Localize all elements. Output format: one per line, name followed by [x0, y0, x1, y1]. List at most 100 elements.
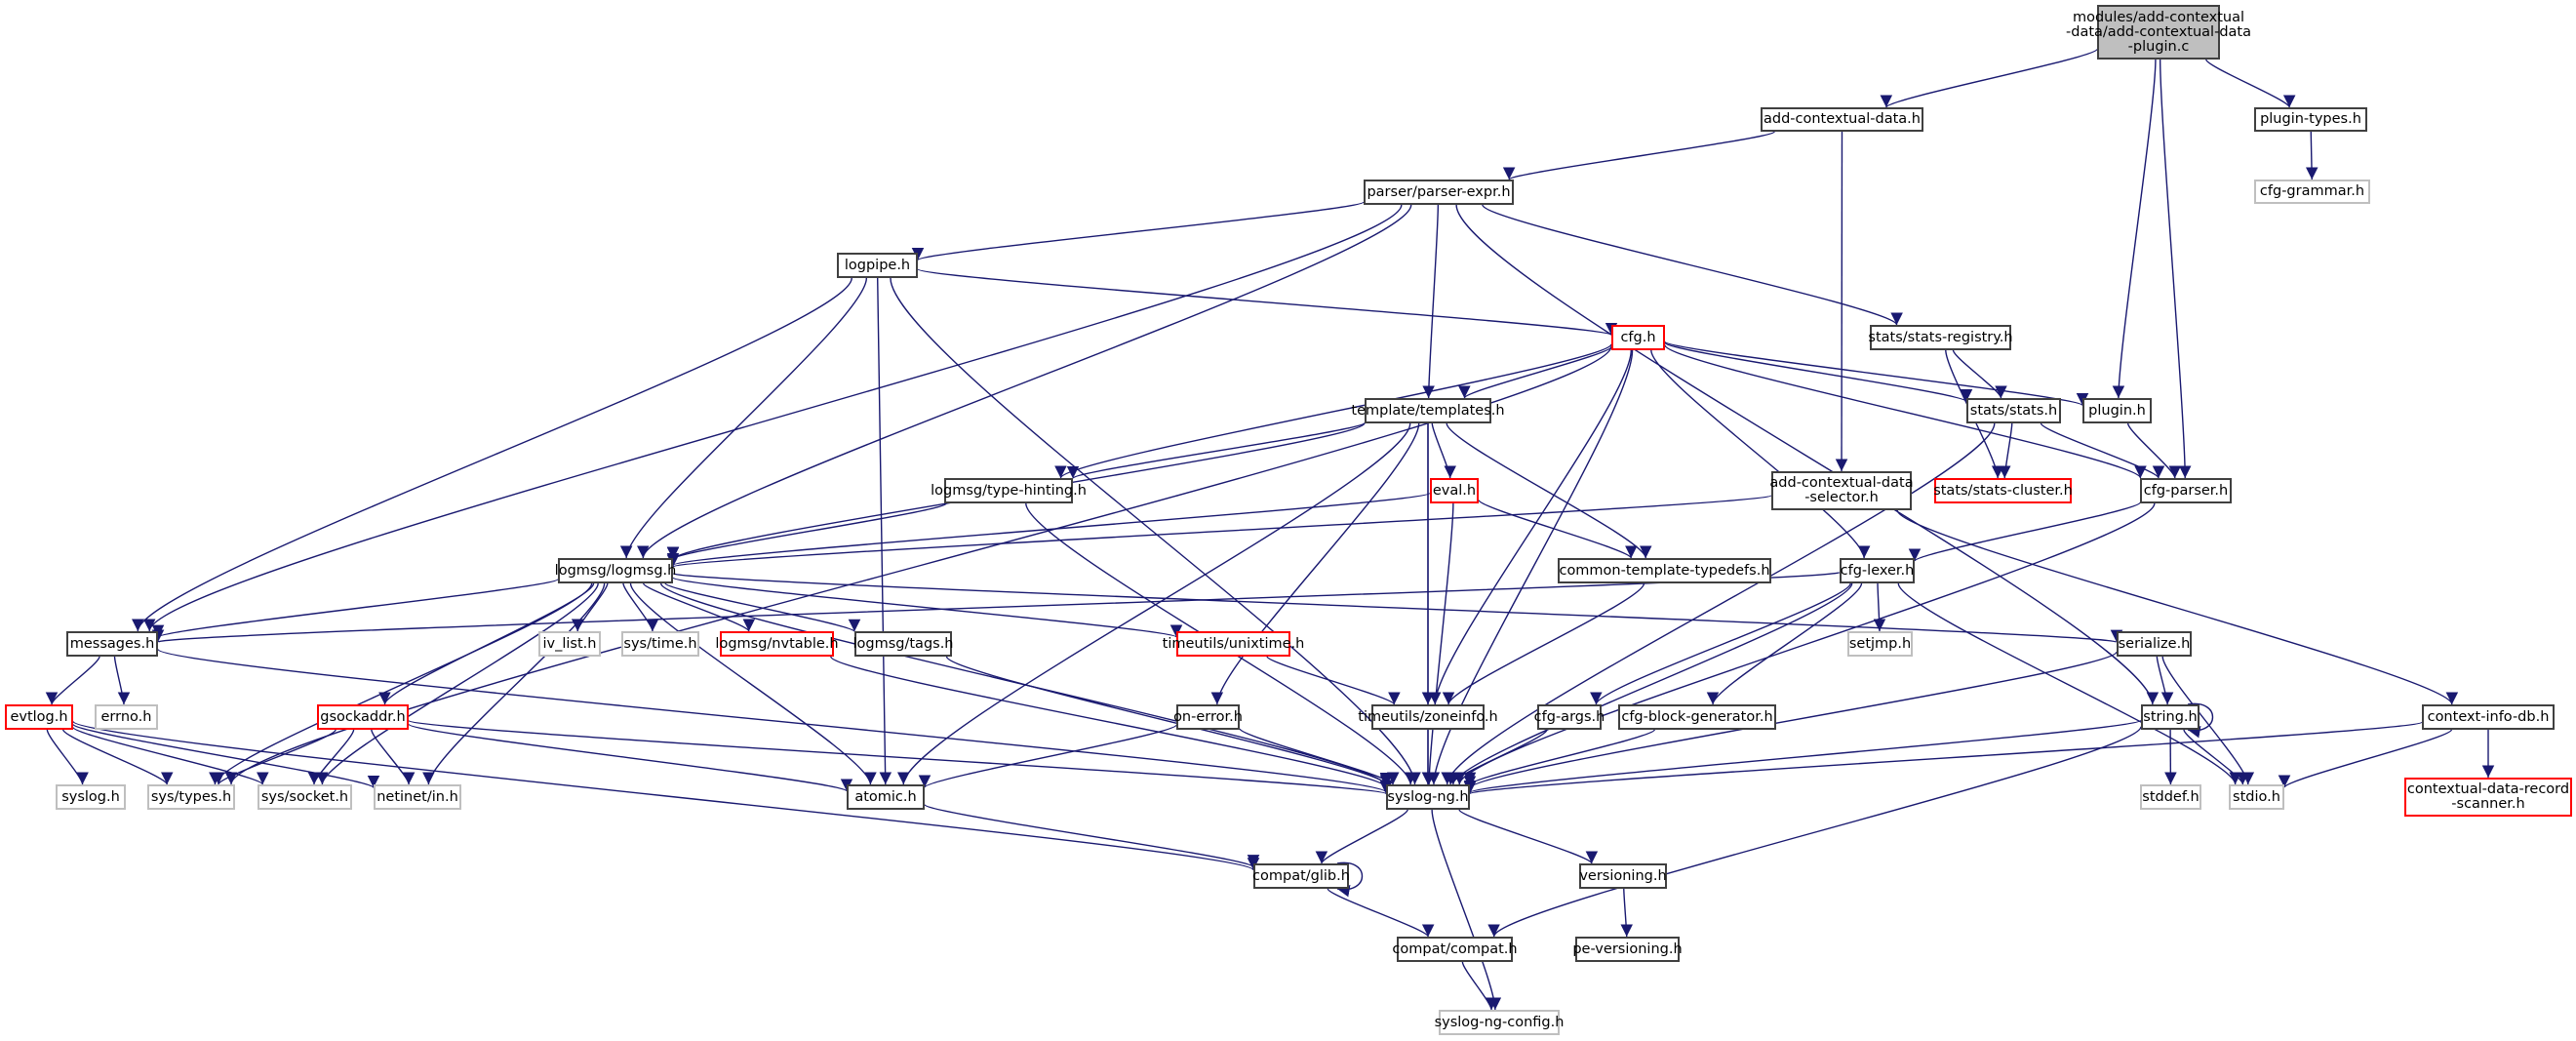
- node-messages-h[interactable]: messages.h: [66, 631, 158, 657]
- node-sys-socket-h: sys/socket.h: [258, 784, 352, 810]
- node-zoneinfo-h[interactable]: timeutils/zoneinfo.h: [1358, 704, 1498, 730]
- node-compat-compat-h[interactable]: compat/compat.h: [1392, 937, 1518, 962]
- node-unixtime-h[interactable]: timeutils/unixtime.h: [1163, 631, 1304, 657]
- node-add-contextual-data-selector-h[interactable]: add-contextual-data -selector.h: [1769, 471, 1914, 510]
- edge-cfg-to-plugin: [1664, 340, 2088, 407]
- node-label: contextual-data-record -scanner.h: [2406, 781, 2570, 812]
- node-label: gsockaddr.h: [320, 708, 406, 725]
- node-stats-cluster-h[interactable]: stats/stats-cluster.h: [1933, 478, 2073, 503]
- edge-pexpr-to-messages: [143, 204, 1403, 632]
- edge-evtlog-to-netinet: [72, 723, 379, 789]
- node-label: sys/socket.h: [260, 788, 349, 805]
- edge-cfg-to-thint: [1054, 343, 1612, 479]
- edge-syslogng-to-versioning: [1458, 809, 1598, 864]
- node-label: cfg.h: [1620, 329, 1656, 345]
- node-cfg-args-h[interactable]: cfg-args.h: [1533, 704, 1605, 730]
- node-versioning-h[interactable]: versioning.h: [1579, 863, 1667, 889]
- node-evtlog-h[interactable]: evtlog.h: [5, 704, 73, 730]
- edge-logpipe-to-messages: [132, 277, 852, 632]
- node-add-contextual-data-h[interactable]: add-contextual-data.h: [1761, 107, 1923, 132]
- node-cfg-block-generator-h[interactable]: cfg-block-generator.h: [1618, 704, 1776, 730]
- node-tags-h[interactable]: logmsg/tags.h: [852, 631, 954, 657]
- node-label: errno.h: [100, 708, 152, 725]
- edge-gsock-to-atomic: [408, 723, 852, 792]
- node-pe-versioning-h[interactable]: pe-versioning.h: [1572, 937, 1683, 962]
- edge-ctt-to-zoneinfo: [1442, 582, 1645, 705]
- node-context-info-db-h[interactable]: context-info-db.h: [2422, 704, 2555, 730]
- node-serialize-h[interactable]: serialize.h: [2117, 631, 2192, 657]
- node-on-error-h[interactable]: on-error.h: [1173, 704, 1243, 730]
- node-cfg-h[interactable]: cfg.h: [1611, 325, 1665, 350]
- node-label: add-contextual-data.h: [1764, 111, 1921, 127]
- node-atomic-h[interactable]: atomic.h: [847, 784, 925, 810]
- edge-cfgblock-to-syslogng: [1463, 729, 1655, 785]
- edge-eval-to-ctt: [1478, 499, 1638, 559]
- node-templates-h[interactable]: template/templates.h: [1351, 398, 1505, 423]
- edge-gsock-to-systypes: [212, 729, 337, 785]
- node-label: serialize.h: [2118, 635, 2191, 652]
- node-cfg-lexer-h[interactable]: cfg-lexer.h: [1840, 558, 1915, 583]
- edge-logmsg-to-ivlist: [571, 582, 609, 632]
- node-cfg-parser-h[interactable]: cfg-parser.h: [2140, 478, 2232, 503]
- node-label: plugin-types.h: [2260, 111, 2361, 127]
- edge-root-to-ptypes: [2205, 59, 2296, 108]
- node-label: setjmp.h: [1848, 635, 1912, 652]
- node-label: cfg-parser.h: [2143, 482, 2229, 499]
- node-cfg-grammar-h: cfg-grammar.h: [2254, 180, 2370, 204]
- node-label: compat/glib.h: [1252, 867, 1350, 884]
- node-label: cfg-args.h: [1533, 708, 1605, 725]
- node-gsockaddr-h[interactable]: gsockaddr.h: [317, 704, 409, 730]
- node-label: iv_list.h: [542, 635, 597, 652]
- edge-logpipe-to-logmsg: [619, 277, 868, 559]
- node-syslog-ng-h[interactable]: syslog-ng.h: [1386, 784, 1470, 810]
- node-sys-time-h: sys/time.h: [621, 631, 699, 657]
- node-eval-h[interactable]: eval.h: [1430, 478, 1479, 503]
- node-string-h[interactable]: string.h: [2141, 704, 2200, 730]
- node-logmsg-h[interactable]: logmsg/logmsg.h: [555, 558, 676, 583]
- edge-eval-to-logmsg: [667, 492, 1431, 567]
- edge-ctxdb-to-syslogng: [1464, 721, 2423, 795]
- edge-gsock-to-syslogng: [408, 719, 1392, 795]
- edge-logmsg-to-serialize: [672, 573, 2121, 643]
- node-label: add-contextual-data -selector.h: [1769, 475, 1914, 505]
- node-logpipe-h[interactable]: logpipe.h: [837, 253, 918, 278]
- edge-cfg-to-zoneinfo: [1428, 349, 1632, 705]
- node-contextual-data-record-scanner-h[interactable]: contextual-data-record -scanner.h: [2404, 778, 2572, 817]
- node-nvtable-h[interactable]: logmsg/nvtable.h: [715, 631, 839, 657]
- edge-templ-to-eval: [1431, 422, 1456, 479]
- node-type-hinting-h[interactable]: logmsg/type-hinting.h: [931, 478, 1087, 503]
- node-label: timeutils/unixtime.h: [1162, 635, 1305, 652]
- edge-acd-to-pexpr: [1503, 131, 1775, 180]
- edge-root-to-acd: [1880, 48, 2098, 108]
- edge-logpipe-to-syslogng: [890, 277, 1421, 785]
- node-label: cfg-grammar.h: [2259, 183, 2365, 199]
- edge-messages-to-errno: [113, 656, 131, 705]
- node-netinet-in-h: netinet/in.h: [374, 784, 461, 810]
- node-parser-expr-h[interactable]: parser/parser-expr.h: [1364, 180, 1514, 205]
- edge-acdsel-to-ctxdb: [1896, 509, 2458, 705]
- node-label: common-template-typedefs.h: [1559, 562, 1770, 579]
- edge-sreg-to-stats: [1952, 349, 2007, 399]
- edge-cfgparser-to-syslogng: [1453, 502, 2156, 785]
- edge-ctxdb-to-stdio: [2278, 729, 2453, 788]
- node-label: logmsg/tags.h: [852, 635, 954, 652]
- node-plugin-h[interactable]: plugin.h: [2082, 398, 2152, 423]
- node-label: stddef.h: [2142, 788, 2200, 805]
- edge-cfg-to-syslogng: [1427, 349, 1634, 785]
- node-stats-h[interactable]: stats/stats.h: [1966, 398, 2061, 423]
- edge-messages-to-evtlog: [45, 656, 100, 705]
- edge-pexpr-to-logmsg: [637, 204, 1412, 559]
- edge-messages-to-syslogng: [157, 648, 1392, 793]
- edge-cfg-to-stats: [1664, 341, 1972, 403]
- node-label: template/templates.h: [1351, 402, 1505, 419]
- edge-gsock-to-netinet: [371, 729, 416, 785]
- node-stats-registry-h[interactable]: stats/stats-registry.h: [1868, 325, 2013, 350]
- node-compat-glib-h[interactable]: compat/glib.h: [1252, 863, 1350, 889]
- node-common-template-typedefs-h[interactable]: common-template-typedefs.h: [1558, 558, 1771, 583]
- node-label: context-info-db.h: [2427, 708, 2550, 725]
- node-setjmp-h: setjmp.h: [1847, 631, 1913, 657]
- edge-cfg-to-cfgparser: [1664, 344, 2147, 479]
- node-plugin-types-h[interactable]: plugin-types.h: [2254, 107, 2367, 132]
- node-root-file[interactable]: modules/add-contextual -data/add-context…: [2066, 5, 2251, 60]
